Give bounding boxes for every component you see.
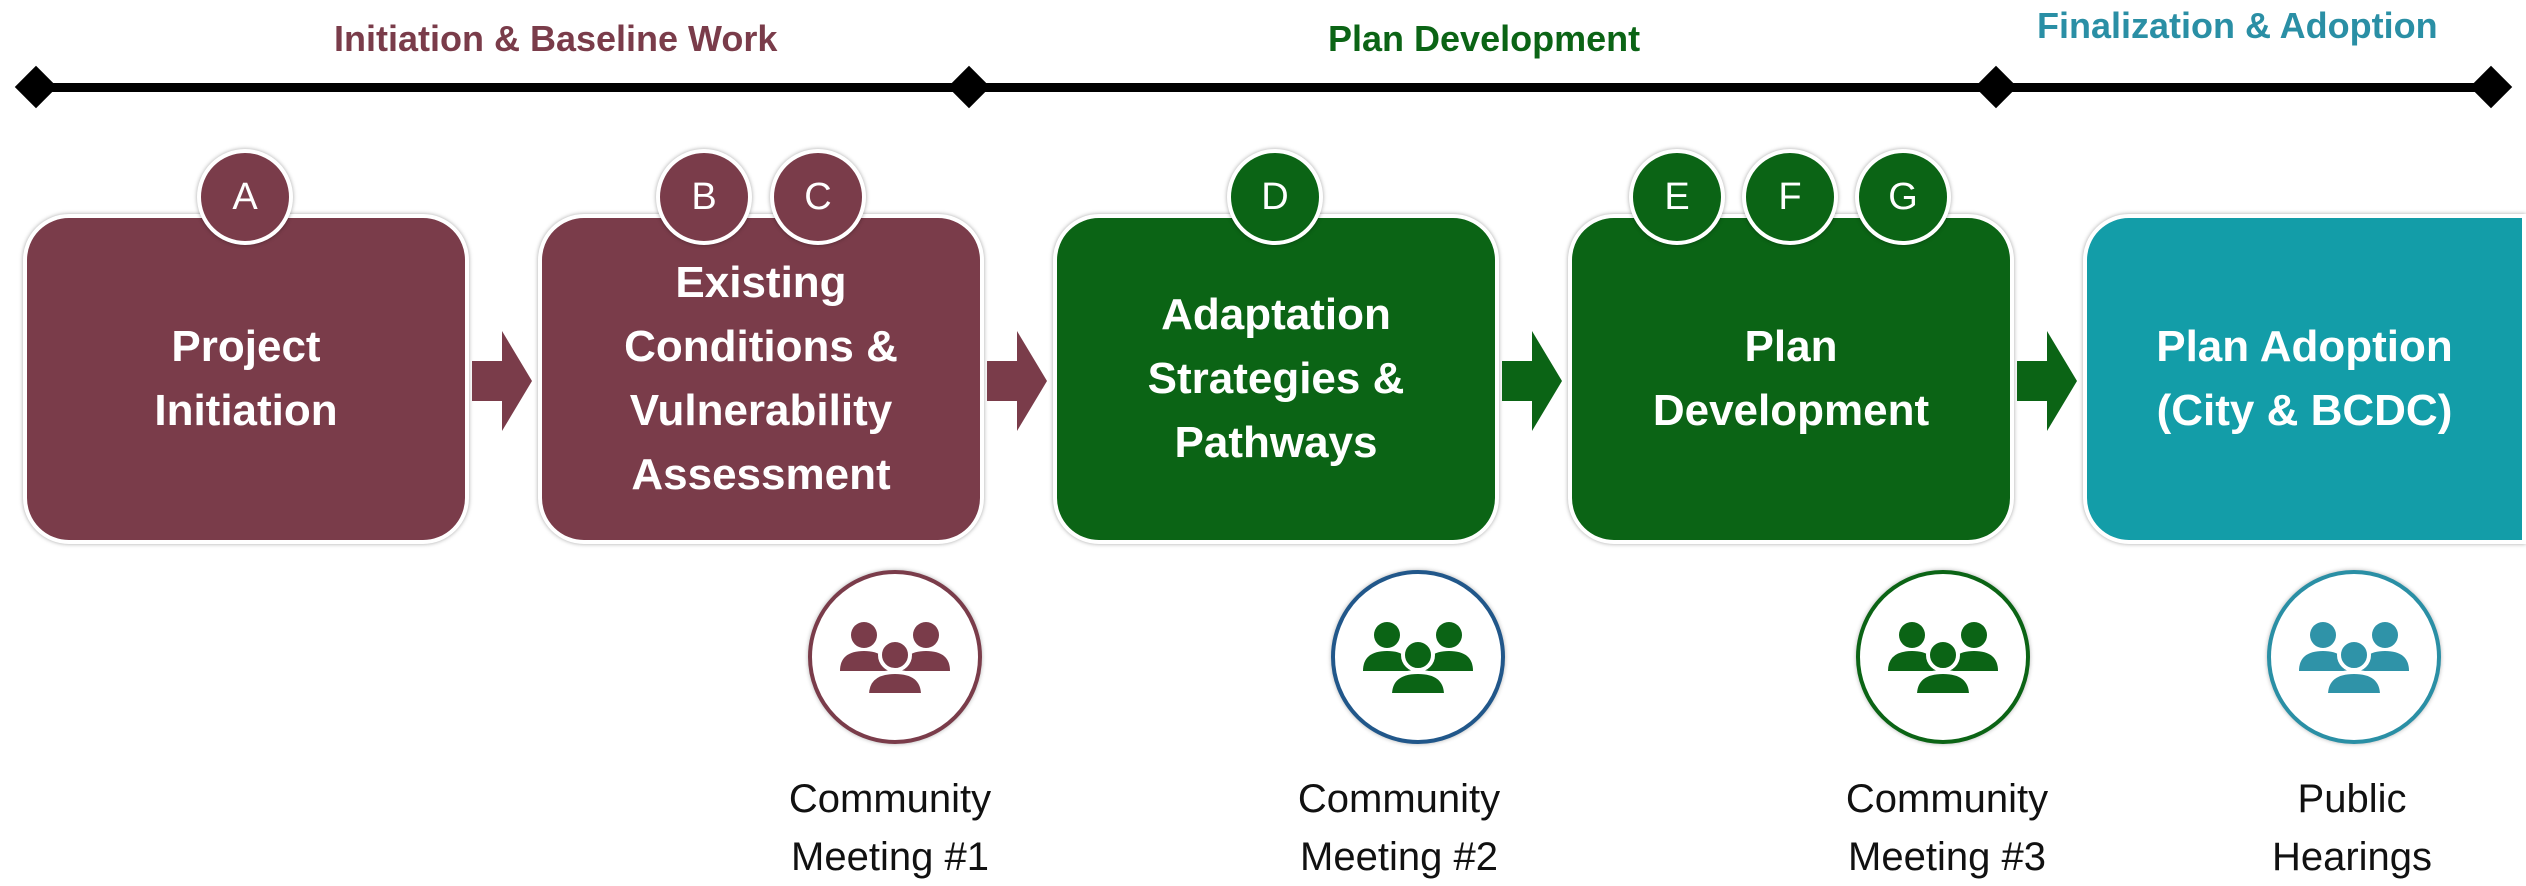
phase-title-finalization: Finalization & Adoption (2037, 5, 2438, 46)
step-badge-e: E (1629, 149, 1725, 245)
step-plan-development: Plan Development (1568, 214, 2014, 544)
arrow-right-icon (472, 331, 532, 431)
timeline-diamond-phase2 (947, 65, 991, 109)
people-group-icon (1888, 622, 1998, 697)
timeline-diamond-end (2469, 65, 2513, 109)
people-group-icon (1363, 622, 1473, 697)
step-badge-f: F (1742, 149, 1838, 245)
arrow-right-icon (987, 331, 1047, 431)
step-label: Plan Development (1652, 322, 1930, 435)
timeline-diamond-start (14, 65, 58, 109)
step-badge-c: C (770, 149, 866, 245)
meeting-3-label: Community Meeting #3 (1845, 777, 2049, 879)
meeting-2-label: Community Meeting #2 (1297, 777, 1501, 879)
public-hearings-circle (2267, 570, 2441, 744)
phase-title-initiation: Initiation & Baseline Work (334, 18, 778, 59)
meeting-3-circle (1856, 570, 2030, 744)
step-adaptation-strategies: Adaptation Strategies & Pathways (1053, 214, 1499, 544)
step-plan-adoption: Plan Adoption (City & BCDC) (2083, 214, 2526, 544)
people-group-icon (840, 622, 950, 697)
arrow-right-icon (2017, 331, 2077, 431)
step-label: Existing Conditions & Vulnerability Asse… (624, 258, 898, 499)
meeting-2-circle (1331, 570, 1505, 744)
phase-title-plan-development: Plan Development (1328, 18, 1641, 59)
arrow-right-icon (1502, 331, 1562, 431)
people-group-icon (2299, 622, 2409, 697)
public-hearings-label: Public Hearings (2271, 777, 2433, 879)
step-badge-d: D (1227, 149, 1323, 245)
step-label: Adaptation Strategies & Pathways (1147, 290, 1405, 467)
step-badge-b: B (656, 149, 752, 245)
step-badge-g: G (1855, 149, 1951, 245)
meeting-1-circle (808, 570, 982, 744)
step-badge-a: A (197, 149, 293, 245)
meeting-1-label: Community Meeting #1 (788, 777, 992, 879)
timeline-bar (36, 83, 2496, 92)
step-label: Plan Adoption (City & BCDC) (2156, 322, 2453, 435)
step-label: Project Initiation (154, 322, 338, 435)
step-existing-conditions: Existing Conditions & Vulnerability Asse… (538, 214, 984, 544)
step-project-initiation: Project Initiation (23, 214, 469, 544)
timeline-diamond-phase3 (1974, 65, 2018, 109)
